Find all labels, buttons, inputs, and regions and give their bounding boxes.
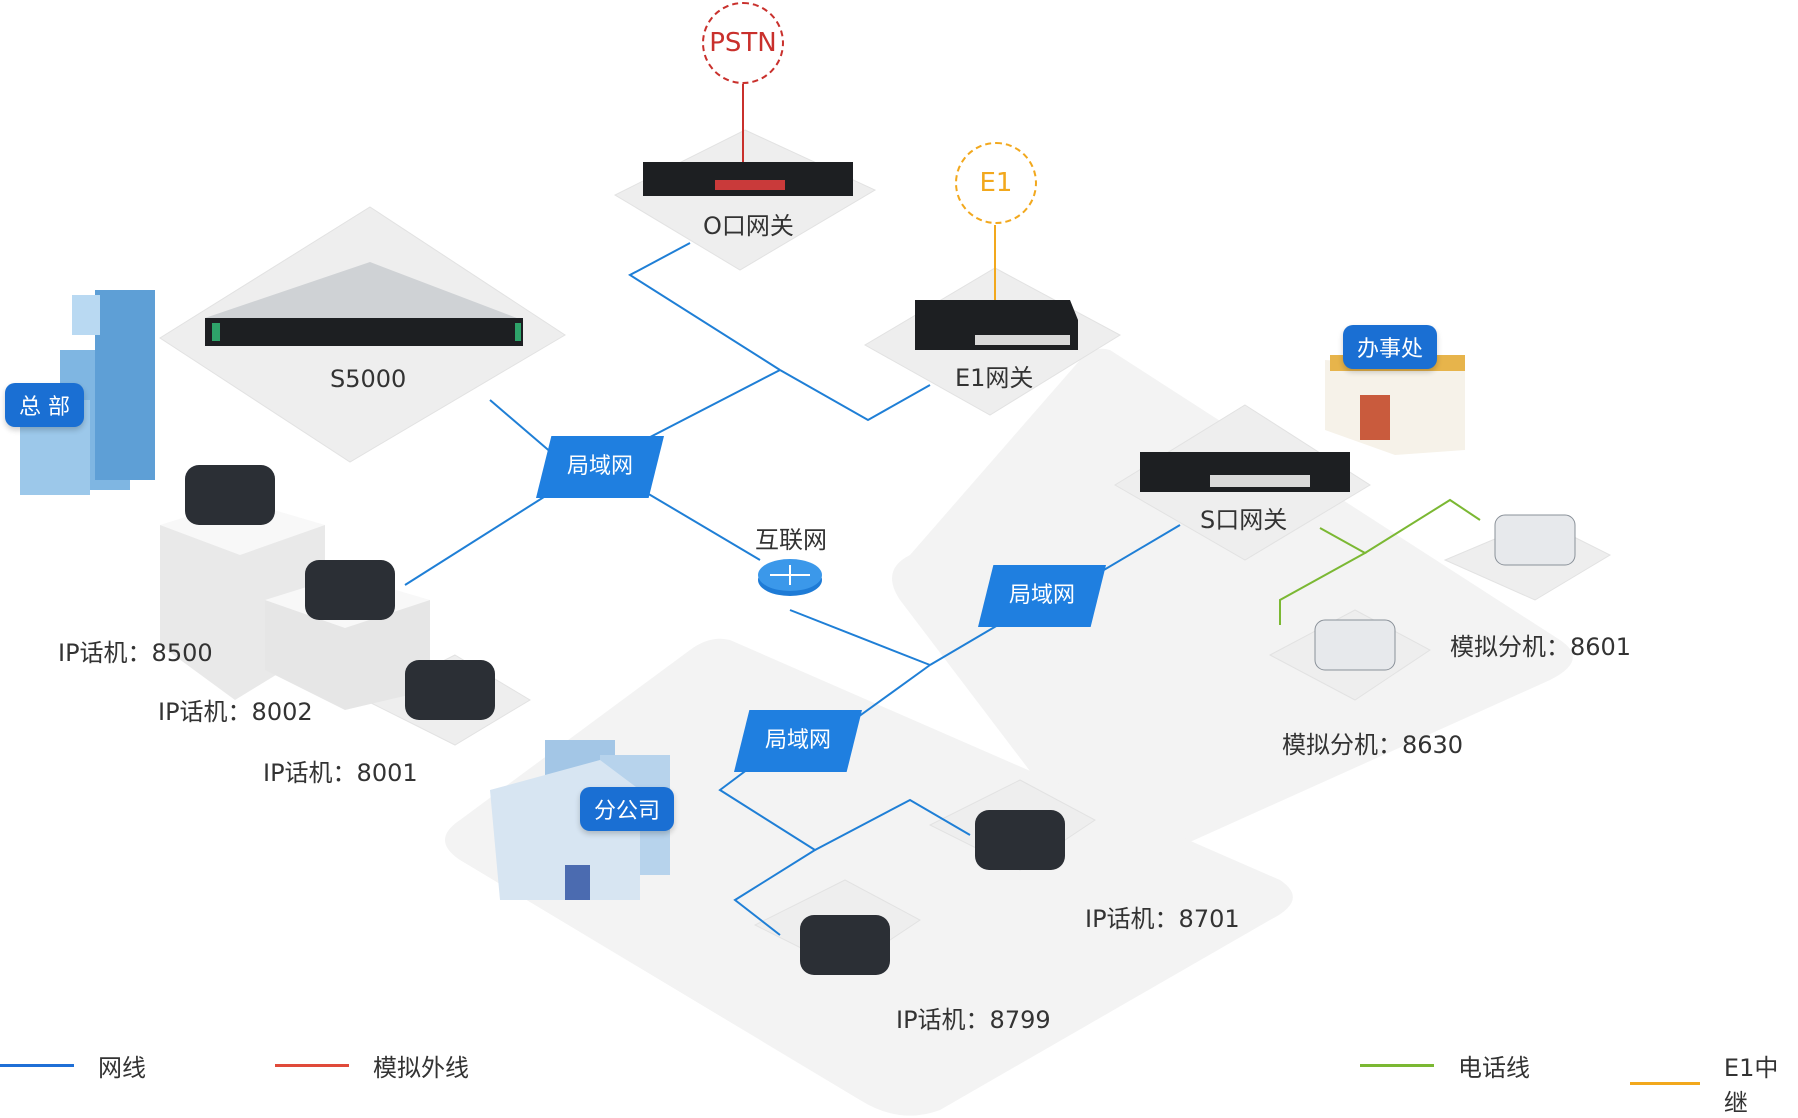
phone-label-8001: IP话机：8001 xyxy=(263,759,418,787)
phone-label-8799: IP话机：8799 xyxy=(896,1006,1051,1034)
legend-phone-label: 电话线 xyxy=(1458,1054,1530,1082)
legend-analog-trunk: 模拟外线 xyxy=(275,1048,469,1083)
phone-8002 xyxy=(305,560,395,620)
analog-phone-8630 xyxy=(1314,619,1396,671)
lan-branch-label: 局域网 xyxy=(764,728,831,753)
phone-8701 xyxy=(975,810,1065,870)
legend-analog-label: 模拟外线 xyxy=(373,1054,469,1082)
plate-fxo xyxy=(613,129,877,271)
phone-label-8500: IP话机：8500 xyxy=(58,639,213,667)
phone-label-8701: IP话机：8701 xyxy=(1085,905,1240,933)
legend-network-label: 网线 xyxy=(98,1054,146,1082)
internet-router-icon xyxy=(758,559,822,596)
lan-branch: 局域网 xyxy=(734,710,862,772)
phone-icons xyxy=(185,465,1065,975)
phone-8500 xyxy=(185,465,275,525)
legend-network-line: 网线 xyxy=(0,1048,146,1083)
legend-phone-swatch xyxy=(1360,1064,1434,1067)
branch-badge: 分公司 xyxy=(580,787,675,831)
analog-phone-icons xyxy=(1314,514,1576,671)
headquarters-badge: 总 部 xyxy=(5,383,84,427)
legend-e1-swatch xyxy=(1630,1081,1700,1085)
phone-label-8002: IP话机：8002 xyxy=(158,698,313,726)
legend-analog-swatch xyxy=(275,1064,349,1067)
s5000-label: S5000 xyxy=(330,365,407,393)
fxs-gateway-device xyxy=(1140,452,1350,492)
lan-headquarters: 局域网 xyxy=(536,436,664,498)
e1-gateway-device xyxy=(915,300,1078,350)
legend-e1-label: E1中继 xyxy=(1723,1054,1779,1117)
office-badge: 办事处 xyxy=(1343,325,1438,369)
legend-network-swatch xyxy=(0,1064,74,1067)
phone-label-8630: 模拟分机：8630 xyxy=(1282,731,1464,759)
internet-label: 互联网 xyxy=(755,526,827,554)
e1-label: E1 xyxy=(979,168,1013,198)
pstn-label: PSTN xyxy=(709,28,777,58)
phone-lines xyxy=(1279,498,1481,625)
fxo-gateway-device xyxy=(643,162,853,196)
office-building xyxy=(1325,355,1465,455)
analog-phone-8601 xyxy=(1494,514,1576,566)
e1-gateway-label: E1网关 xyxy=(955,364,1034,392)
legend-phone-line: 电话线 xyxy=(1360,1048,1530,1083)
s5000-server xyxy=(205,262,523,346)
phone-8799 xyxy=(800,915,890,975)
legend-e1-trunk: E1中继 xyxy=(1630,1048,1798,1118)
pstn-cloud: PSTN xyxy=(702,2,784,84)
phone-label-8601: 模拟分机：8601 xyxy=(1450,633,1632,661)
lan-hq-label: 局域网 xyxy=(566,454,633,479)
lan-office-label: 局域网 xyxy=(1008,583,1075,608)
lan-office: 局域网 xyxy=(978,565,1106,627)
fxs-gateway-label: S口网关 xyxy=(1200,506,1288,534)
phone-8001 xyxy=(405,660,495,720)
e1-circle: E1 xyxy=(955,142,1037,224)
fxo-gateway-label: O口网关 xyxy=(703,212,794,240)
